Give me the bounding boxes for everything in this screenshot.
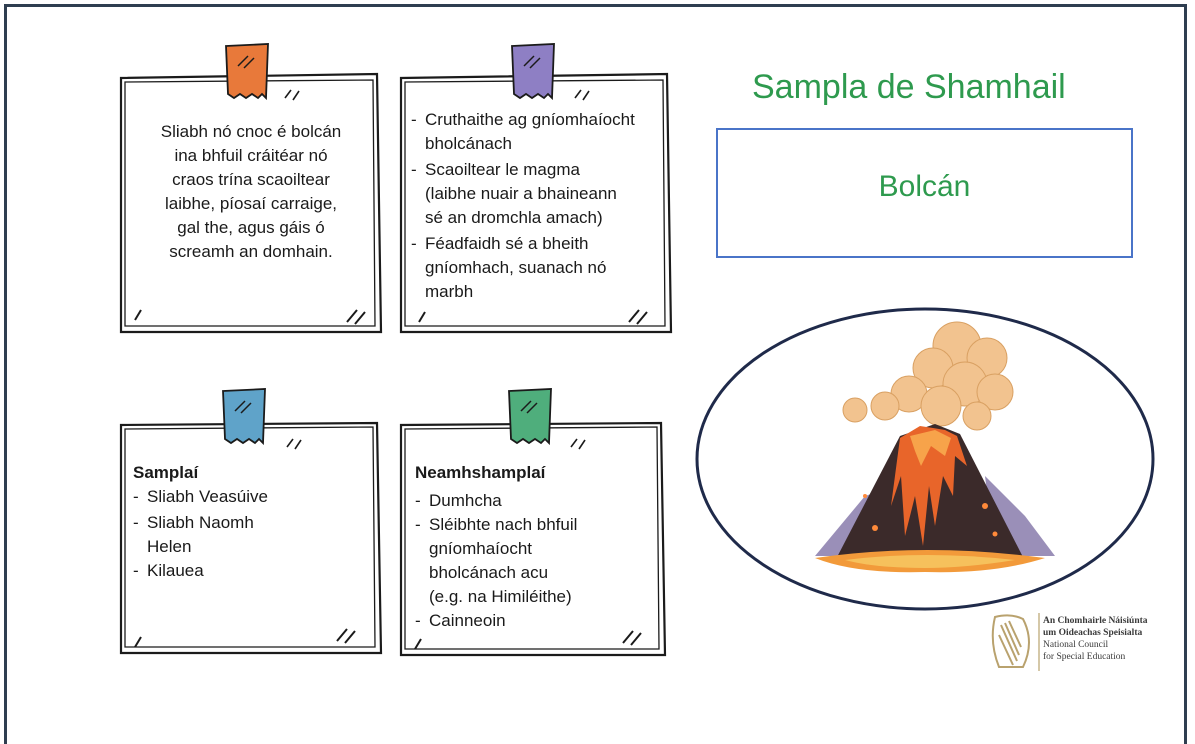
list-item: Cruthaithe ag gníomhaíocht bholcánach	[411, 108, 673, 156]
note-paper	[119, 72, 383, 334]
examples-card: Samplaí Sliabh Veasúive Sliabh Naomh Hel…	[115, 385, 385, 660]
definition-text: Sliabh nó cnoc é bolcán ina bhfuil cráit…	[160, 122, 342, 261]
tape-icon	[511, 43, 555, 100]
list-item: Scaoiltear le magma (laibhe nuair a bhai…	[411, 158, 673, 230]
concept-box: Bolcán	[716, 128, 1133, 258]
examples-list: Samplaí Sliabh Veasúive Sliabh Naomh Hel…	[133, 461, 373, 583]
characteristics-card: Cruthaithe ag gníomhaíocht bholcánach Sc…	[395, 40, 677, 340]
definition-card: Sliabh nó cnoc é bolcán ina bhfuil cráit…	[115, 40, 385, 340]
ncse-logo	[991, 613, 1040, 671]
non-examples-list: Neamhshamplaí Dumhcha Sléibhte nach bhfu…	[415, 461, 669, 633]
list-item: Dumhcha	[415, 489, 669, 513]
list-item: Kilauea	[133, 559, 373, 583]
list-item: Sléibhte nach bhfuil gníomhaíocht bholcá…	[415, 513, 669, 609]
list-item: Féadfaidh sé a bheith gníomhach, suanach…	[411, 232, 673, 304]
tape-icon	[222, 388, 266, 445]
tape-icon	[225, 43, 269, 100]
volcano-illustration	[815, 321, 1055, 573]
page-title: Sampla de Shamhail	[752, 68, 1066, 106]
list-item: Sliabh Naomh Helen	[133, 511, 373, 559]
volcano-frame	[695, 307, 1155, 611]
characteristics-list: Cruthaithe ag gníomhaíocht bholcánach Sc…	[411, 108, 673, 304]
non-examples-heading: Neamhshamplaí	[415, 463, 546, 482]
examples-heading: Samplaí	[133, 463, 199, 482]
harp-icon	[991, 614, 1030, 668]
list-item: Cainneoin	[415, 609, 669, 633]
ncse-logo-text: An Chomhairle Náisiúnta um Oideachas Spe…	[1043, 616, 1148, 662]
concept-label: Bolcán	[878, 170, 971, 203]
list-item: Sliabh Veasúive	[133, 485, 373, 509]
non-examples-card: Neamhshamplaí Dumhcha Sléibhte nach bhfu…	[395, 385, 677, 665]
slide-frame	[4, 4, 1187, 744]
tape-icon	[508, 388, 552, 445]
